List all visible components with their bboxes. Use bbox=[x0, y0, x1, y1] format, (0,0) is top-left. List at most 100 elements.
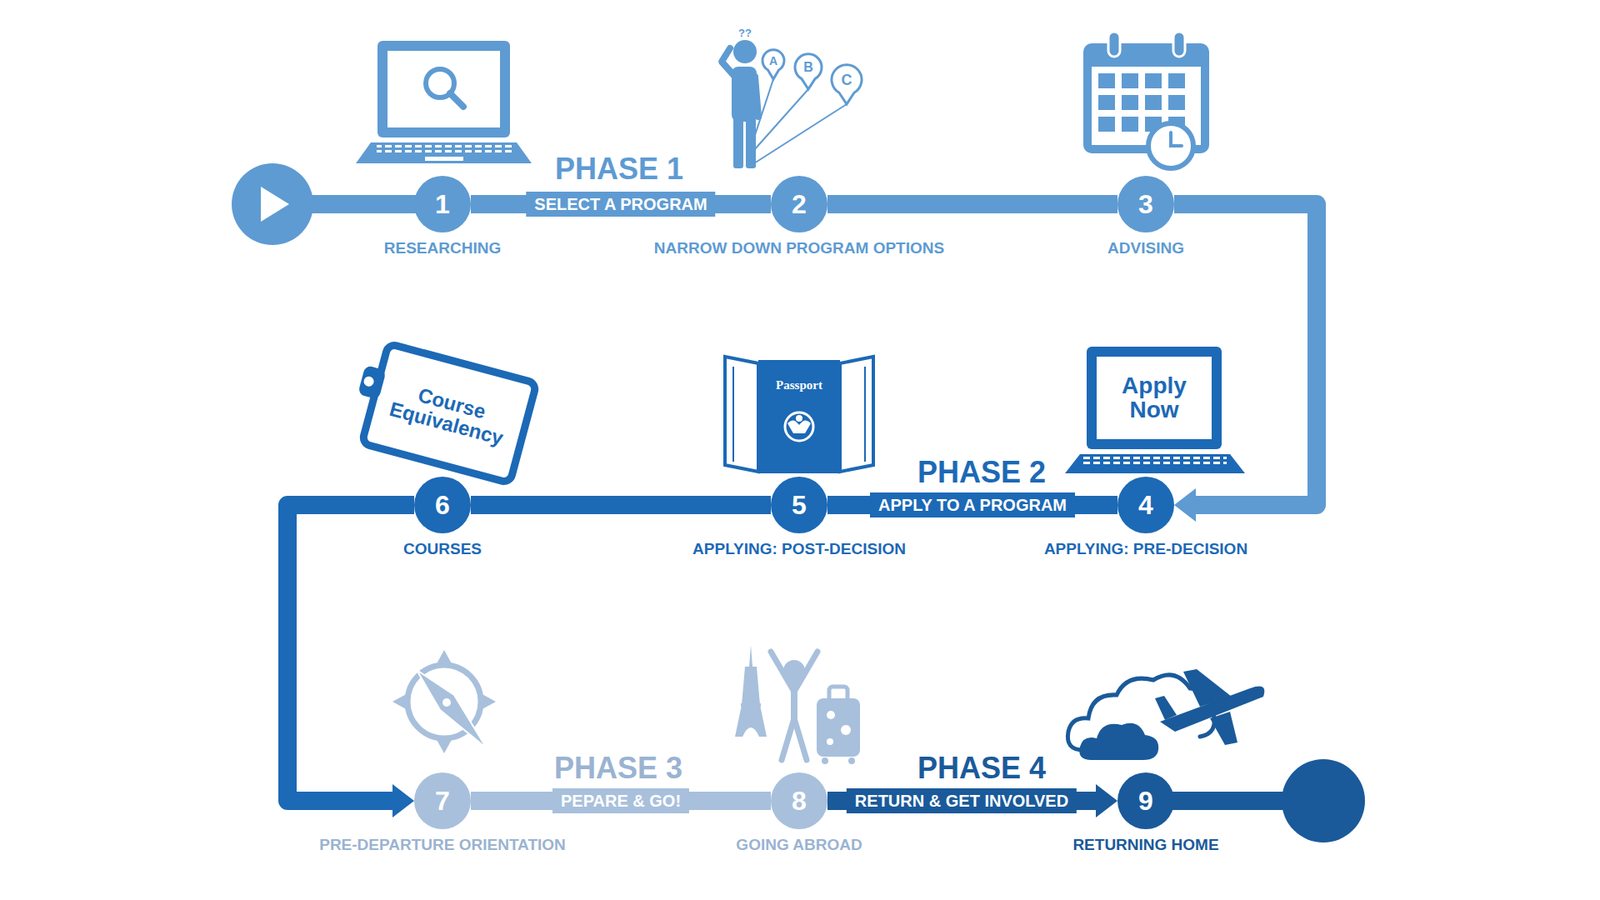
step-circle: 8GOING ABROAD bbox=[770, 772, 828, 830]
laptop-search-icon bbox=[355, 40, 532, 164]
step-circle: 9RETURNING HOME bbox=[1117, 772, 1175, 830]
apply-laptop-icon bbox=[1083, 456, 1227, 467]
traveller-icon bbox=[821, 757, 829, 765]
apply-laptop-icon bbox=[1065, 346, 1245, 474]
cloud-plane-icon bbox=[1155, 695, 1177, 720]
traveller-icon bbox=[848, 757, 855, 765]
calendar-icon bbox=[1170, 132, 1182, 146]
option-letter: C bbox=[841, 72, 853, 89]
question-marks: ?? bbox=[738, 27, 752, 40]
start-marker bbox=[231, 163, 443, 245]
step-number: 8 bbox=[791, 787, 807, 815]
laptop-search-icon bbox=[376, 145, 512, 154]
thinking-person-icon bbox=[721, 40, 862, 169]
screen-text: Apply Now bbox=[1100, 373, 1209, 423]
flow-connector bbox=[287, 505, 415, 801]
clipboard-icon bbox=[362, 375, 375, 388]
end-marker bbox=[1145, 759, 1365, 843]
thinking-person-icon bbox=[733, 40, 757, 64]
traveller-icon bbox=[735, 645, 767, 737]
step-number: 1 bbox=[435, 190, 450, 218]
thinking-person-icon bbox=[745, 116, 756, 169]
traveller-icon bbox=[740, 703, 761, 707]
step-circle: 5APPLYING: POST-DECISION bbox=[770, 476, 828, 534]
passport-icon bbox=[787, 420, 811, 434]
compass-icon bbox=[435, 736, 454, 754]
phase-subtitle: RETURN & GET INVOLVED bbox=[846, 788, 1077, 814]
step-circle: 2NARROW DOWN PROGRAM OPTIONS bbox=[770, 175, 828, 233]
step-label: APPLYING: POST-DECISION bbox=[692, 540, 906, 559]
compass-icon bbox=[442, 698, 451, 707]
start-marker bbox=[231, 163, 314, 245]
apply-laptop-icon bbox=[1065, 454, 1245, 474]
apply-laptop-icon bbox=[1096, 356, 1212, 440]
cloud-plane-icon bbox=[1183, 669, 1232, 707]
start-marker bbox=[260, 186, 290, 222]
thinking-person-icon bbox=[831, 65, 862, 105]
apply-laptop-icon bbox=[1086, 346, 1222, 450]
step-label: ADVISING bbox=[1107, 240, 1185, 258]
traveller-icon bbox=[735, 645, 860, 765]
calendar-icon bbox=[1173, 31, 1185, 57]
passport-text: Passport bbox=[775, 379, 823, 393]
step-label: APPLYING: PRE-DECISION bbox=[1044, 540, 1248, 559]
passport-icon bbox=[758, 360, 840, 474]
passport-icon bbox=[864, 366, 866, 462]
phase-subtitle: PEPARE & GO! bbox=[552, 788, 690, 814]
end-marker bbox=[1281, 759, 1365, 843]
traveller-icon bbox=[826, 710, 835, 720]
step-circle: 7PRE-DEPARTURE ORIENTATION bbox=[414, 772, 471, 830]
cloud-plane-icon bbox=[1079, 723, 1159, 760]
step-label: PRE-DEPARTURE ORIENTATION bbox=[319, 836, 566, 855]
laptop-search-icon bbox=[355, 142, 532, 164]
step-label: RESEARCHING bbox=[384, 240, 501, 258]
phase-heading: PHASE 4 bbox=[917, 752, 1046, 785]
passport-icon bbox=[795, 415, 803, 422]
step-number: 9 bbox=[1138, 787, 1154, 815]
thinking-person-icon bbox=[733, 116, 744, 169]
calendar-icon bbox=[1148, 123, 1194, 169]
calendar-icon bbox=[1108, 31, 1120, 57]
laptop-search-icon bbox=[450, 93, 464, 107]
compass-icon bbox=[416, 670, 487, 749]
step-label: RETURNING HOME bbox=[1072, 836, 1219, 855]
passport-icon bbox=[725, 356, 759, 472]
passport-icon bbox=[725, 356, 874, 474]
compass-icon bbox=[479, 692, 496, 711]
phase-heading: PHASE 2 bbox=[917, 456, 1046, 489]
step-number: 2 bbox=[791, 190, 807, 218]
step-label: GOING ABROAD bbox=[735, 836, 862, 855]
calendar-icon bbox=[1083, 31, 1210, 169]
step-number: 3 bbox=[1138, 190, 1154, 218]
phase-subtitle: SELECT A PROGRAM bbox=[525, 191, 715, 217]
compass-icon bbox=[392, 692, 410, 711]
thinking-person-icon bbox=[795, 54, 822, 90]
phase-heading: PHASE 1 bbox=[555, 153, 684, 185]
flow-connector bbox=[1174, 204, 1317, 505]
compass-icon bbox=[392, 650, 496, 754]
cloud-plane-icon bbox=[1210, 711, 1238, 745]
traveller-icon bbox=[790, 683, 798, 719]
step-circle: 3ADVISING bbox=[1117, 175, 1175, 233]
step-number: 5 bbox=[791, 491, 807, 519]
phase-heading: PHASE 3 bbox=[554, 752, 683, 785]
compass-icon bbox=[435, 650, 454, 667]
passport-icon bbox=[785, 412, 814, 441]
flow-connector bbox=[827, 195, 1118, 214]
clipboard-icon bbox=[361, 343, 537, 483]
step-circle: 1RESEARCHING bbox=[414, 175, 471, 233]
option-letter: B bbox=[803, 60, 814, 75]
traveller-icon bbox=[816, 698, 860, 757]
laptop-search-icon bbox=[377, 40, 510, 138]
passport-icon bbox=[732, 366, 735, 462]
step-circle: 4APPLYING: PRE-DECISION bbox=[1117, 476, 1175, 534]
option-letter: A bbox=[769, 55, 778, 68]
step-number: 6 bbox=[435, 491, 450, 519]
clipboard-icon bbox=[345, 339, 537, 484]
step-number: 4 bbox=[1138, 491, 1154, 519]
traveller-icon bbox=[840, 725, 851, 735]
cloud-plane-icon bbox=[1067, 669, 1265, 760]
thinking-person-icon bbox=[762, 50, 785, 80]
